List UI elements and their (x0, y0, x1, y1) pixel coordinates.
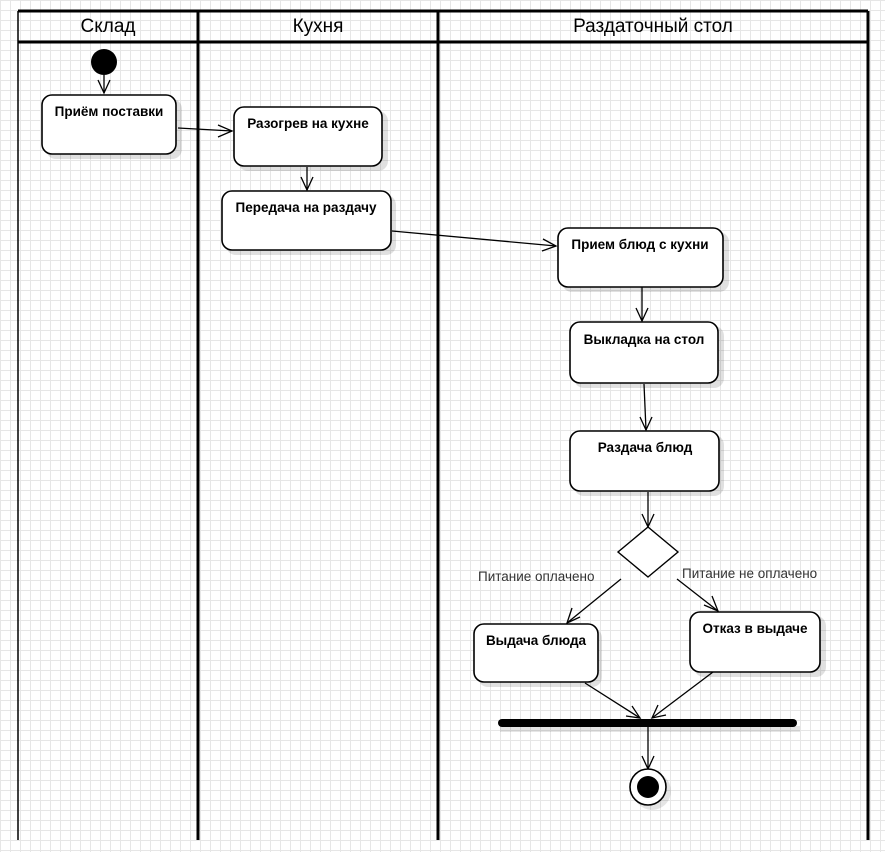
action-label: Выдача блюда (486, 633, 587, 648)
action-priem-blyud[interactable]: Прием блюд с кухни (557, 227, 729, 292)
edge-vydacha-to-join (584, 682, 641, 719)
edge-priem-to-razogrev (177, 127, 233, 132)
lane-title-razdacha: Раздаточный стол (573, 16, 733, 37)
swimlane-frame (17, 9, 870, 840)
action-vykladka[interactable]: Выкладка на стол (569, 321, 724, 388)
action-label: Передача на раздачу (236, 200, 377, 215)
action-label: Приём поставки (55, 104, 164, 119)
join-bar[interactable] (498, 719, 800, 732)
edge-otkaz-to-join (651, 671, 714, 719)
action-peredacha[interactable]: Передача на раздачу (221, 190, 396, 255)
action-razogrev[interactable]: Разогрев на кухне (233, 106, 388, 171)
initial-node[interactable] (91, 49, 117, 75)
edge-peredacha-to-priem-blyud (391, 230, 557, 247)
final-node[interactable] (629, 768, 671, 810)
decision-node[interactable] (616, 526, 680, 578)
edges (97, 75, 720, 771)
edge-decision-to-vydacha (566, 578, 622, 624)
edge-decision-to-otkaz (676, 578, 719, 612)
action-label: Выкладка на стол (584, 332, 705, 347)
guard-oplacheno: Питание оплачено (478, 569, 594, 584)
action-razdacha-blyud[interactable]: Раздача блюд (569, 430, 724, 496)
action-vydacha[interactable]: Выдача блюда (473, 623, 602, 687)
lane-title-sklad: Склад (81, 16, 136, 37)
action-otkaz[interactable]: Отказ в выдаче (689, 611, 826, 677)
guard-ne-oplacheno: Питание не оплачено (682, 566, 817, 581)
action-priem-postavki[interactable]: Приём поставки (41, 94, 182, 159)
action-label: Отказ в выдаче (703, 621, 808, 636)
edge-vykladka-to-razdacha (643, 383, 647, 431)
lane-title-kukhnya: Кухня (293, 16, 344, 37)
action-label: Прием блюд с кухни (571, 237, 708, 252)
action-label: Разогрев на кухне (247, 116, 369, 131)
action-label: Раздача блюд (598, 440, 693, 455)
